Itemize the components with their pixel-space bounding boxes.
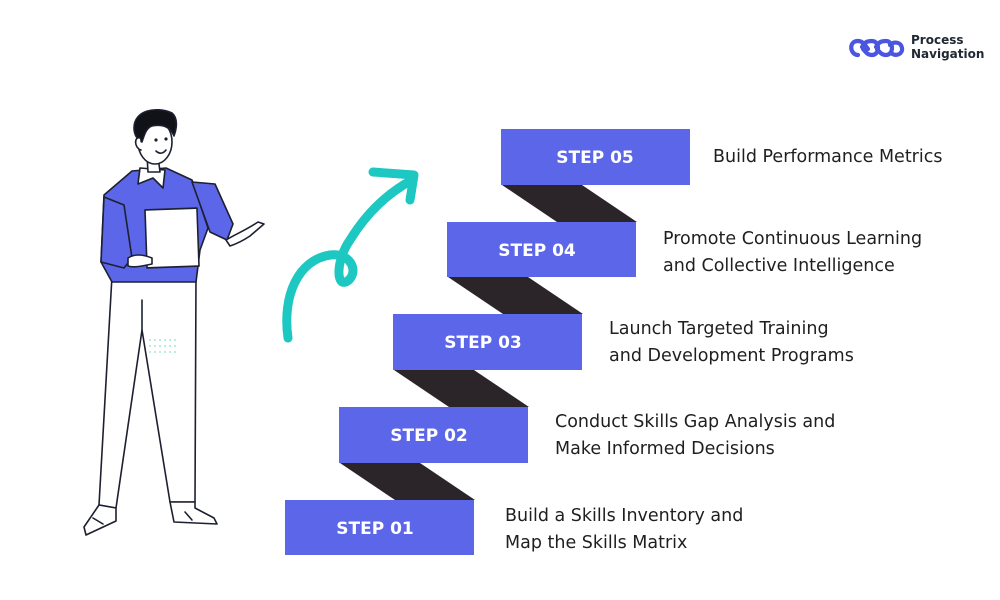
step-05-description: Build Performance Metrics bbox=[713, 144, 942, 171]
step-05-box bbox=[501, 129, 690, 185]
dot-pattern bbox=[149, 339, 176, 353]
connector-02-03 bbox=[394, 370, 529, 407]
step-02-label: STEP 02 bbox=[390, 426, 468, 446]
step-03-description-line2: and Development Programs bbox=[609, 346, 854, 366]
step-04-label: STEP 04 bbox=[498, 241, 576, 261]
step-05-description-line1: Build Performance Metrics bbox=[713, 147, 943, 167]
step-02-description-line1: Conduct Skills Gap Analysis and bbox=[555, 412, 836, 432]
person-illustration bbox=[83, 109, 265, 536]
brand-name-line2: Navigation bbox=[911, 47, 985, 61]
step-03-description: Launch Targeted Training and Development… bbox=[609, 316, 854, 370]
step-04-description: Promote Continuous Learning and Collecti… bbox=[663, 226, 922, 280]
step-04-box bbox=[447, 222, 636, 277]
brand-name-line1: Process bbox=[911, 33, 964, 47]
step-02-description: Conduct Skills Gap Analysis and Make Inf… bbox=[555, 409, 835, 463]
brand-logo: Process Navigation bbox=[846, 32, 996, 64]
step-01-box bbox=[285, 500, 474, 555]
connector-01-02 bbox=[340, 463, 475, 500]
step-03-description-line1: Launch Targeted Training bbox=[609, 319, 829, 339]
step-02-box bbox=[339, 407, 528, 463]
step-01-description-line1: Build a Skills Inventory and bbox=[505, 506, 744, 526]
connector-03-04 bbox=[448, 277, 583, 314]
brand-name: Process Navigation bbox=[911, 33, 984, 61]
staircase-connectors bbox=[340, 185, 637, 500]
step-03-box bbox=[393, 314, 582, 370]
step-03-label: STEP 03 bbox=[444, 333, 522, 353]
step-01-label: STEP 01 bbox=[336, 519, 414, 539]
connector-04-05 bbox=[502, 185, 637, 222]
step-04-description-line2: and Collective Intelligence bbox=[663, 256, 895, 276]
chain-link-logo-icon bbox=[849, 38, 905, 58]
step-05-label: STEP 05 bbox=[556, 148, 634, 168]
step-01-description-line2: Map the Skills Matrix bbox=[505, 533, 688, 553]
curved-up-arrow-icon bbox=[282, 167, 419, 343]
step-boxes bbox=[285, 129, 690, 555]
step-04-description-line1: Promote Continuous Learning bbox=[663, 229, 923, 249]
step-01-description: Build a Skills Inventory and Map the Ski… bbox=[505, 503, 743, 557]
step-02-description-line2: Make Informed Decisions bbox=[555, 439, 775, 459]
